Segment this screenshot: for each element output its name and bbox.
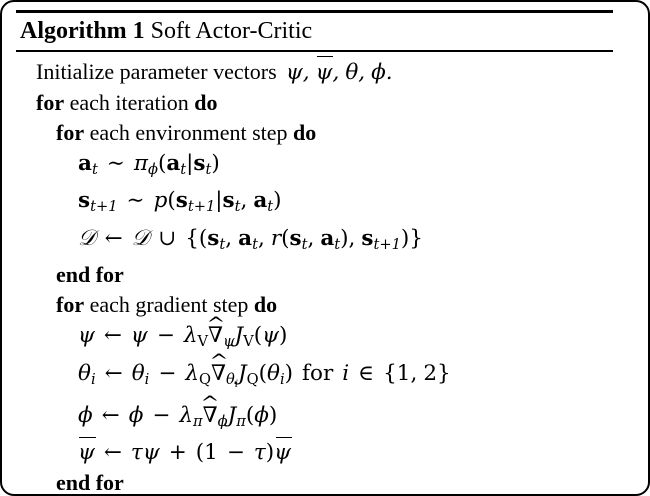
math-policy-update: ϕ←ϕ−λπ∇ϕJπ(ϕ) [78, 403, 277, 430]
algorithm-line-for-iteration: for each iteration do [16, 88, 613, 118]
algorithm-line-replay-buffer-update: 𝒟←𝒟∪{(st,at,r(st,at),st+1)} [16, 223, 613, 260]
keyword-for: for [56, 292, 85, 318]
algorithm-line-target-update: ψ←τψ+(1−τ)ψ [16, 436, 613, 468]
math-sample-next-state: st+1∼p(st+1|st,at) [78, 188, 282, 216]
math-value-update: ψ←ψ−λV∇ψJV(ψ) [78, 323, 287, 350]
keyword-for: for [56, 120, 85, 145]
keyword-end-for: end for [56, 470, 124, 496]
keyword-end-for: end for [56, 262, 124, 288]
for-environment-step-text: each environment step [89, 120, 288, 145]
keyword-do: do [253, 292, 278, 318]
algorithm-line-for-gradient-step: for each gradient step do [16, 290, 613, 320]
algorithm-name: Soft Actor-Critic [150, 18, 313, 44]
math-sample-action: at∼πϕ(at|st) [78, 151, 220, 179]
math-replay-buffer-update: 𝒟←𝒟∪{(st,at,r(st,at),st+1)} [78, 225, 423, 253]
algorithm-line-end-for-gradient: end for [16, 468, 613, 496]
keyword-do: do [194, 89, 218, 115]
algorithm-label: Algorithm 1 [20, 18, 145, 44]
algorithm-body: Initialize parameter vectors ψ,ψ,θ,ϕ. for… [16, 52, 613, 496]
keyword-do: do [293, 120, 317, 145]
for-iteration-text: each iteration [69, 89, 189, 115]
algorithm-line-end-for-environment: end for [16, 260, 613, 290]
algorithm-line-policy-update: ϕ←ϕ−λπ∇ϕJπ(ϕ) [16, 400, 613, 437]
title-rule [16, 50, 613, 52]
math-target-update: ψ←τψ+(1−τ)ψ [78, 436, 292, 465]
algorithm-title: Algorithm 1 Soft Actor-Critic [16, 13, 613, 50]
algorithm-line-sample-next-state: st+1∼p(st+1|st,at) [16, 185, 613, 222]
algorithm-line-value-update: ψ←ψ−λV∇ψJV(ψ) [16, 320, 613, 357]
algorithm-line-for-environment-step: for each environment step do [16, 118, 613, 148]
initialize-symbols: ψ,ψ,θ,ϕ. [286, 56, 393, 85]
algorithm-line-initialize: Initialize parameter vectors ψ,ψ,θ,ϕ. [16, 56, 613, 88]
top-rule [16, 10, 613, 13]
initialize-text: Initialize parameter vectors [36, 58, 277, 84]
keyword-for: for [36, 89, 65, 115]
algorithm-line-sample-action: at∼πϕ(at|st) [16, 148, 613, 185]
algorithm-block: Algorithm 1 Soft Actor-Critic Initialize… [16, 10, 613, 496]
